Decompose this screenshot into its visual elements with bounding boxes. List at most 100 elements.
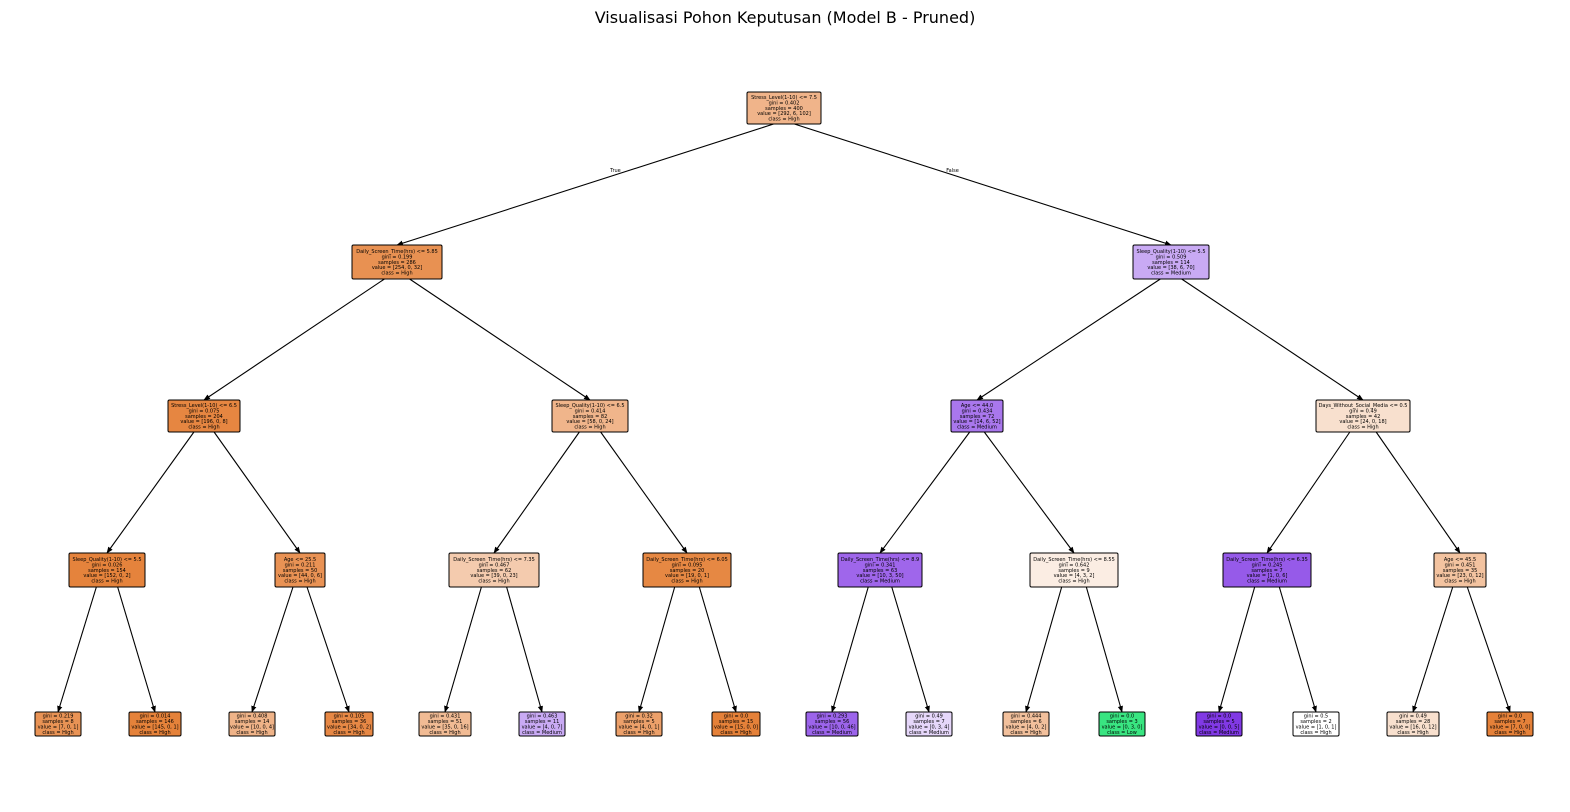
tree-node-line: samples = 56 [815, 719, 850, 725]
tree-node-line: gini = 0.431 [430, 714, 461, 720]
tree-node-line: samples = 7 [1251, 568, 1282, 574]
tree-node-line: value = [0, 0, 5] [1199, 725, 1240, 731]
tree-node-line: value = [152, 0, 2] [83, 573, 130, 579]
tree-node-line: gini = 0.49 [1349, 408, 1377, 414]
tree-node-line: samples = 8 [42, 719, 73, 725]
tree-node-line: class = Medium [522, 730, 562, 736]
tree-node-box [905, 711, 953, 737]
tree-node-line: value = [35, 0, 16] [421, 725, 468, 731]
tree-node-line: Sleep_Quality(1-10) <= 5.5 [1136, 249, 1205, 255]
tree-node-box [950, 399, 1004, 433]
tree-edge-n8-n17 [251, 586, 294, 713]
tree-node-line: value = [10, 0, 4] [230, 725, 274, 731]
tree-node-line: samples = 7 [913, 719, 944, 725]
tree-node-line: samples = 6 [1010, 719, 1041, 725]
tree-node-line: gini = 0.0 [724, 714, 748, 720]
tree-node-line: gini = 0.0 [1207, 714, 1231, 720]
tree-node-line: class = High [1347, 425, 1378, 431]
tree-node-line: Stress_Level(1-10) <= 7.5 [751, 95, 817, 101]
tree-edge-n3-n8 [213, 431, 301, 554]
tree-node-line: class = High [1058, 579, 1089, 585]
tree-node-line: gini = 0.414 [575, 408, 606, 414]
tree-edge-n14-n29 [1412, 586, 1454, 713]
tree-node-line: gini = 0.026 [92, 562, 123, 568]
tree-node-line: gini = 0.211 [285, 562, 316, 568]
tree-node-line: samples = 20 [670, 568, 705, 574]
tree-node-line: samples = 50 [283, 568, 318, 574]
tree-edge-n5-n12 [983, 431, 1075, 554]
tree-node-line: value = [10, 0, 46] [808, 725, 855, 731]
tree-edge-n13-n28 [1278, 586, 1317, 713]
tree-node-line: samples = 7 [1494, 719, 1525, 725]
tree-edge-n7-n16 [117, 586, 156, 713]
tree-node-line: Age <= 44.0 [961, 403, 993, 409]
tree-node-line: class = Medium [1199, 730, 1239, 736]
tree-node-line: gini = 0.014 [140, 714, 171, 720]
tree-node-line: class = High [236, 730, 267, 736]
tree-edge-n14-n30 [1466, 586, 1511, 713]
tree-edge-n11-n24 [891, 586, 930, 713]
tree-node-box [1486, 711, 1534, 737]
tree-edge-n0-n2 [794, 123, 1172, 246]
tree-node-line: gini = 0.509 [1156, 254, 1187, 260]
tree-node-line: samples = 36 [332, 719, 367, 725]
tree-node-line: gini = 0.49 [1399, 714, 1427, 720]
tree-node-box [1292, 711, 1340, 737]
tree-node-line: samples = 72 [960, 414, 995, 420]
tree-node-line: class = Medium [1151, 271, 1191, 277]
tree-node-line: value = [7, 0, 1] [38, 725, 79, 731]
tree-node-line: samples = 286 [378, 260, 416, 266]
tree-node-line: class = High [333, 730, 364, 736]
tree-node-line: Stress_Level(1-10) <= 6.5 [171, 403, 237, 409]
tree-node-box [274, 552, 326, 588]
tree-node-line: class = High [1494, 730, 1525, 736]
tree-node-line: gini = 0.293 [817, 714, 848, 720]
tree-node-line: Daily_Screen_Time(hrs) <= 5.85 [356, 249, 438, 255]
tree-node-line: value = [254, 0, 32] [372, 265, 422, 271]
tree-node-line: samples = 35 [1443, 568, 1478, 574]
tree-node-line: samples = 154 [88, 568, 126, 574]
tree-node-line: samples = 400 [765, 106, 803, 112]
tree-node-line: value = [4, 3, 2] [1054, 573, 1095, 579]
tree-node-box [128, 711, 182, 737]
tree-node-line: samples = 204 [185, 414, 223, 420]
tree-node-line: value = [16, 0, 12] [1389, 725, 1436, 731]
tree-node-line: samples = 51 [428, 719, 463, 725]
edge-label-true: True [609, 168, 621, 174]
tree-node-line: Sleep_Quality(1-10) <= 6.5 [555, 403, 624, 409]
tree-edge-n5-n11 [879, 431, 971, 554]
tree-node-line: class = High [478, 579, 509, 585]
tree-node-line: value = [23, 0, 12] [1436, 573, 1483, 579]
tree-node-line: class = High [381, 271, 412, 277]
edge-label-false: False [946, 168, 959, 174]
tree-node-line: value = [0, 3, 0] [1102, 725, 1143, 731]
tree-node-line: class = High [671, 579, 702, 585]
tree-node-line: class = Medium [812, 730, 852, 736]
tree-node-line: class = High [768, 117, 799, 123]
tree-node-line: class = High [429, 730, 460, 736]
chart-title: Visualisasi Pohon Keputusan (Model B - P… [594, 8, 976, 27]
tree-node-line: samples = 62 [477, 568, 512, 574]
tree-node-line: value = [19, 0, 1] [665, 573, 709, 579]
tree-node-line: samples = 28 [1396, 719, 1431, 725]
tree-node-box [1002, 711, 1050, 737]
tree-node-box [1386, 711, 1440, 737]
tree-node-line: value = [1, 0, 6] [1247, 573, 1288, 579]
tree-node-line: class = Low [1107, 730, 1137, 736]
tree-edge-n4-n10 [600, 431, 688, 554]
tree-edge-n10-n21 [638, 586, 676, 713]
tree-node-line: gini = 0.408 [237, 714, 268, 720]
